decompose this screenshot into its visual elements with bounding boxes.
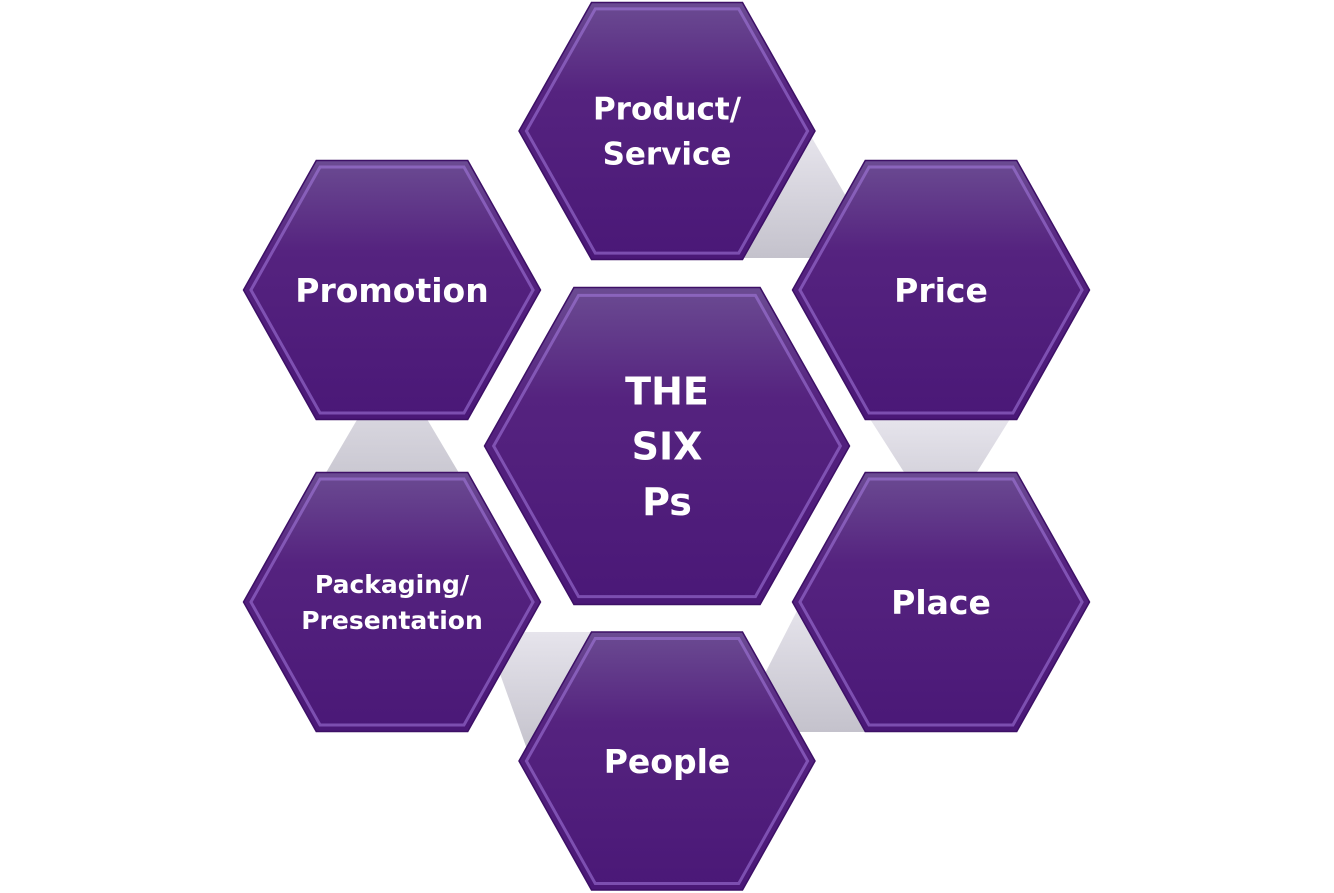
hexagon-label: SIX bbox=[632, 425, 703, 469]
hexagon-people: People bbox=[518, 631, 816, 891]
hexagon-bevel bbox=[798, 165, 1084, 415]
connector-packaging-promotion bbox=[310, 360, 475, 500]
hexagon-bevel bbox=[491, 293, 843, 599]
hexagon-promotion: Promotion bbox=[242, 159, 542, 421]
hexagon-label: Ps bbox=[642, 480, 692, 524]
hexagon-label: People bbox=[604, 742, 731, 781]
hexagon-shape bbox=[518, 1, 816, 261]
hexagon-label: Service bbox=[603, 137, 732, 173]
hexagon-shape bbox=[518, 631, 816, 891]
hexagon-price: Price bbox=[791, 159, 1091, 421]
hexagon-packaging: Packaging/Presentation bbox=[242, 471, 542, 733]
hexagon-product: Product/Service bbox=[518, 1, 816, 261]
hexagon-label: Presentation bbox=[301, 606, 483, 635]
hexagon-bevel bbox=[249, 477, 535, 727]
hexagon-bevel bbox=[798, 477, 1084, 727]
hexagon-shape bbox=[791, 471, 1091, 733]
hexagon-shape bbox=[242, 471, 542, 733]
hexagon-shape bbox=[791, 159, 1091, 421]
hexagon-label: Packaging/ bbox=[315, 570, 470, 599]
hexagon-place: Place bbox=[791, 471, 1091, 733]
connector-people-packaging bbox=[485, 632, 600, 752]
hexagon-label: Place bbox=[891, 583, 991, 622]
hexagon-shape bbox=[242, 159, 542, 421]
hexagon-bevel bbox=[249, 165, 535, 415]
hexagon-center: THE SIX Ps bbox=[483, 286, 851, 606]
hexagon-bevel bbox=[524, 7, 810, 255]
hexagon-label: Promotion bbox=[295, 271, 488, 310]
hexagon-label: Product/ bbox=[593, 92, 742, 128]
hexagon-label: Price bbox=[894, 271, 988, 310]
hexagon-bevel bbox=[524, 636, 810, 886]
hexagon-shape bbox=[483, 286, 851, 606]
hexagon-label: THE bbox=[625, 370, 709, 414]
